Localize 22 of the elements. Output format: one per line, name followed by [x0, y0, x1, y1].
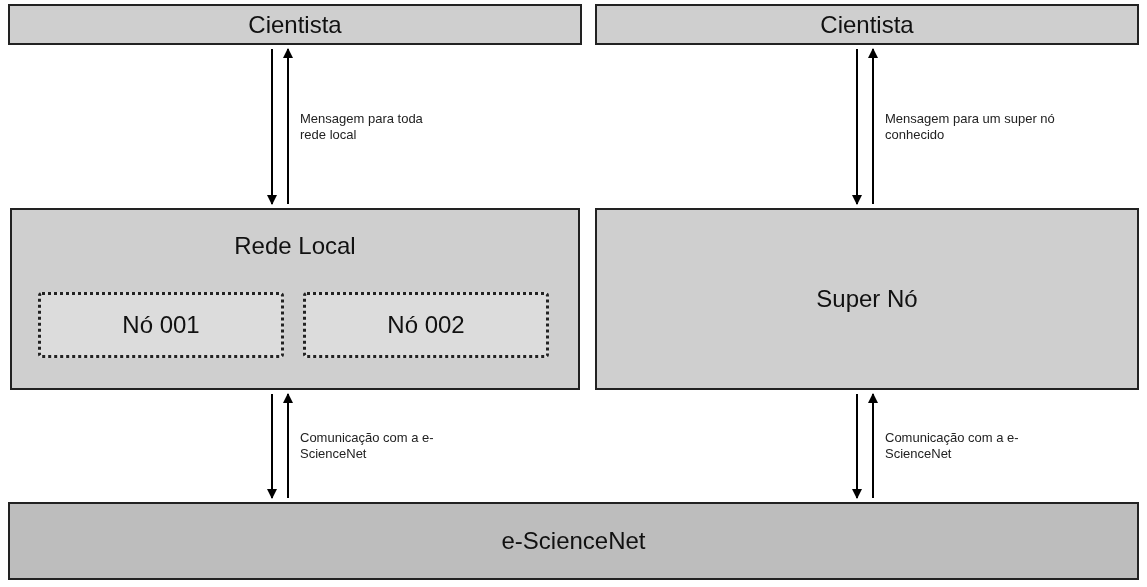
- node-label: Cientista: [248, 10, 342, 39]
- node-label: Cientista: [820, 10, 914, 39]
- arrow: [852, 393, 862, 499]
- node-label: e-ScienceNet: [501, 527, 646, 555]
- process-box: [8, 502, 1139, 580]
- arrow: [267, 393, 277, 499]
- process-box: [10, 208, 580, 390]
- arrow: [283, 393, 293, 499]
- process-box: [595, 208, 1139, 390]
- node-label: Super Nó: [816, 285, 918, 313]
- process-box: [595, 4, 1139, 45]
- arrow: [283, 48, 293, 205]
- dotted-node-box: [38, 292, 284, 358]
- node-label: Nó 002: [387, 311, 465, 339]
- node-label: Nó 001: [122, 311, 200, 339]
- arrow: [852, 48, 862, 205]
- node-label: Rede Local: [234, 232, 356, 260]
- process-box: [8, 4, 582, 45]
- dotted-node-box: [303, 292, 549, 358]
- arrow: [868, 48, 878, 205]
- arrow: [868, 393, 878, 499]
- arrow: [267, 48, 277, 205]
